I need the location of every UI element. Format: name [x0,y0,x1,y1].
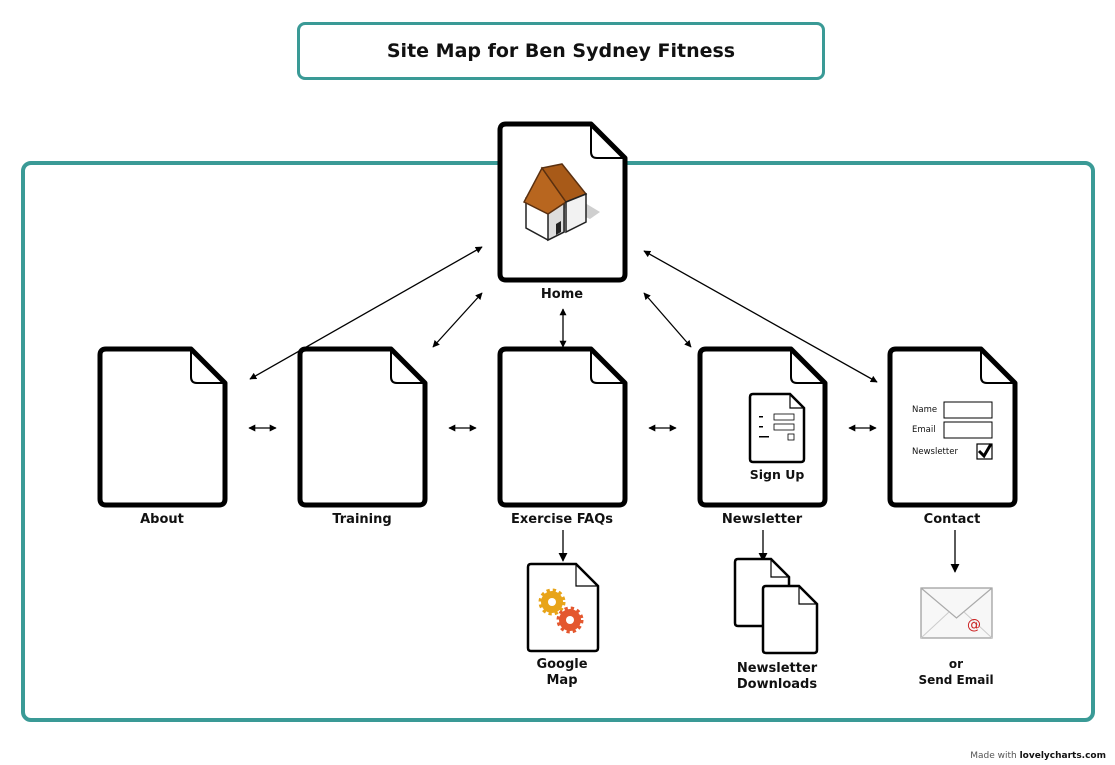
connector-home-newsletter [643,292,692,348]
signup-form-icon [748,392,806,464]
subpage-label-downloads-line1: Newsletter [736,661,818,676]
connector-home-contact [643,250,878,383]
contact-email-label: Email [912,425,936,435]
page-training-icon [297,346,428,508]
credit-prefix: Made with [970,751,1017,761]
house-icon [522,163,600,242]
page-label-contact: Contact [923,512,981,527]
subpage-label-google-map-line1: Google [536,657,588,672]
subpage-label-email-line1: or [948,657,964,671]
credit-footer: Made with lovelycharts.com [970,751,1106,761]
contact-newsletter-label: Newsletter [912,447,958,457]
newsletter-page-text: Sign Up [750,467,805,482]
page-label-faqs: Exercise FAQs [511,512,613,527]
page-label-training: Training [332,512,392,527]
subpage-label-email: or Send Email [918,656,993,688]
subpage-label-google-map-line2: Map [546,673,578,688]
gear-icon [538,588,584,634]
connector-home-training [432,292,483,348]
subpage-label-downloads-line2: Downloads [736,677,818,692]
credit-brand-link[interactable]: lovelycharts.com [1019,751,1106,761]
email-envelope-icon: @ [920,587,993,639]
page-label-newsletter: Newsletter [721,512,803,527]
subpage-label-email-line2: Send Email [918,673,994,687]
page-faqs-icon [497,346,628,508]
contact-name-label: Name [912,405,937,415]
diagram-title: Site Map for Ben Sydney Fitness [297,22,825,80]
checkmark-icon [977,443,993,459]
page-about-icon [97,346,228,508]
subpage-label-downloads: Newsletter Downloads [737,661,817,693]
contact-name-input [943,401,993,419]
subpage-label-google-map: Google Map [536,657,587,689]
page-newsletter-icon [697,346,828,508]
page-label-home: Home [540,287,584,302]
page-google-map-icon [526,562,600,653]
connectors [248,246,960,573]
page-downloads-icon [733,557,819,655]
svg-text:@: @ [967,617,981,633]
contact-email-input [943,421,993,439]
page-home-icon [497,121,628,283]
connector-home-about [249,246,483,380]
page-contact-icon [887,346,1018,508]
page-label-about: About [140,512,184,527]
